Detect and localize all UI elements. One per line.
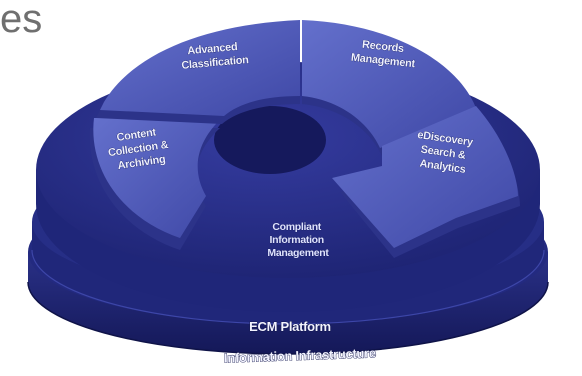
label-line: Compliant (272, 221, 321, 233)
label-line: Content (116, 126, 157, 143)
label-line: Records (361, 39, 404, 55)
segment-ediscovery (332, 106, 520, 258)
heading-fragment: es (0, 0, 42, 41)
label-compliant-information-management: Compliant Information Management (267, 221, 329, 259)
label-line: Information (269, 234, 323, 246)
label-line: Management (267, 247, 329, 259)
segment-records-management (302, 20, 478, 156)
label-ecm-platform: ECM Platform (249, 319, 331, 334)
label-line: Advanced (187, 41, 238, 57)
center-hole (214, 106, 326, 174)
segment-content-collection (89, 118, 223, 250)
label-information-infrastructure: Information Infrastructure (224, 345, 376, 365)
segment-advanced-classification (96, 20, 300, 124)
label-advanced-classification: Advanced Classification (180, 40, 250, 72)
